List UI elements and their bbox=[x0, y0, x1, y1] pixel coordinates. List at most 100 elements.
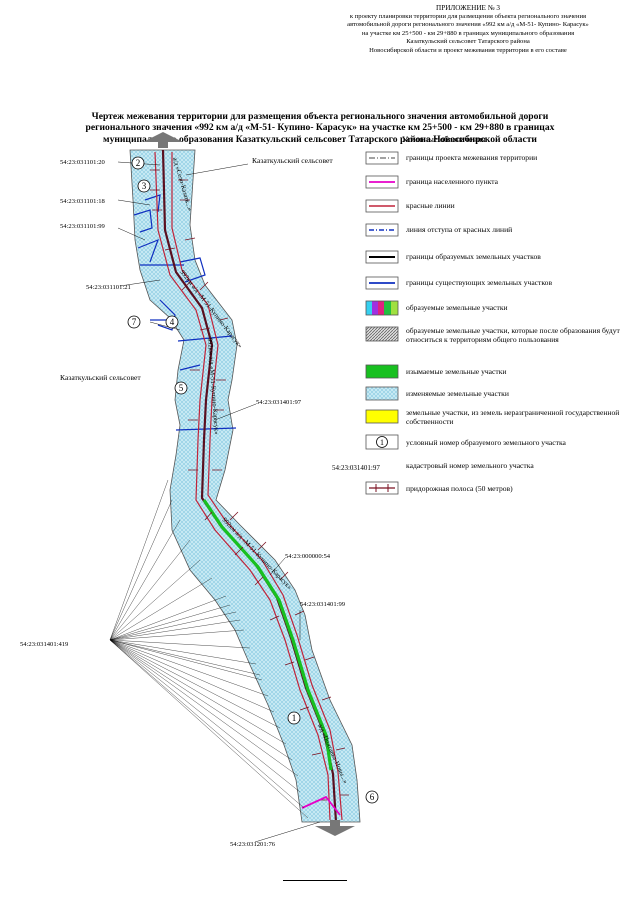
cadastral-fan-leaders bbox=[109, 479, 309, 819]
fan-leader-line bbox=[109, 639, 293, 761]
fan-leader-line bbox=[109, 639, 287, 745]
fan-leader-line bbox=[109, 639, 309, 819]
legend-label: линия отступа от красных линий bbox=[406, 225, 513, 234]
cadastral-label: 54:23:031201:76 bbox=[230, 841, 276, 848]
legend-symbols: 1 54:23:031401:97 bbox=[332, 151, 399, 495]
legend-symbol-formed-plots bbox=[365, 300, 399, 316]
appendix-line: к проекту планировки территории для разм… bbox=[349, 12, 587, 20]
fan-leader-line bbox=[109, 629, 245, 641]
legend-symbol-formed-boundary bbox=[365, 250, 399, 264]
legend-title: Условные обозначения bbox=[402, 134, 486, 144]
legend-symbol-withdrawn bbox=[365, 364, 399, 379]
legend-symbol-setback bbox=[365, 223, 399, 237]
appendix-line: автомобильной дороги регионального значе… bbox=[347, 21, 589, 29]
legend-sample-cadastral: 54:23:031401:97 bbox=[332, 464, 380, 472]
legend-symbol-plot-number: 1 bbox=[365, 434, 399, 450]
fan-leader-line bbox=[109, 639, 281, 729]
fan-leader-line bbox=[109, 619, 241, 641]
plot-number: 3 bbox=[142, 181, 147, 191]
legend-label: границы проекта межевания территории bbox=[406, 153, 538, 162]
legend-sample-number: 1 bbox=[380, 438, 384, 447]
legend-symbol-changed bbox=[365, 386, 399, 401]
fan-leader-line bbox=[109, 577, 213, 641]
fan-leader-line bbox=[109, 639, 263, 681]
legend-label: границы образуемых земельных участков bbox=[406, 252, 541, 261]
legend-label: образуемые земельные участки, которые по… bbox=[406, 326, 620, 344]
legend-label: красные линии bbox=[406, 201, 455, 210]
existing-boundaries bbox=[133, 194, 237, 431]
legend-label: кадастровый номер земельного участка bbox=[406, 461, 534, 470]
appendix-number: ПРИЛОЖЕНИЕ № 3 bbox=[436, 4, 500, 12]
appendix-line: Казаткульский сельсовет Татарского район… bbox=[406, 38, 530, 46]
appendix-line: на участке км 25+500 - км 29+880 в грани… bbox=[361, 29, 575, 37]
plot-marker: 5 bbox=[174, 381, 188, 395]
plot-number: 1 bbox=[292, 713, 297, 723]
legend-symbol-project-boundary bbox=[365, 151, 399, 165]
area-label-top: Казаткульский сельсовет bbox=[252, 156, 333, 165]
fan-leader-line bbox=[109, 639, 305, 809]
appendix-line: Новосибирской области и проект межевания… bbox=[369, 46, 567, 54]
legend-label: придорожная полоса (50 метров) bbox=[406, 484, 513, 493]
legend-symbol-state-land bbox=[365, 409, 399, 424]
plot-marker: 2 bbox=[131, 156, 145, 170]
cadastral-label: 54:23:031101:99 bbox=[60, 223, 106, 230]
plot-marker: 6 bbox=[365, 790, 379, 804]
plot-number: 4 bbox=[170, 317, 175, 327]
plot-number: 7 bbox=[132, 317, 137, 327]
cadastral-label: 54:23:031101:21 bbox=[86, 284, 131, 291]
legend-symbol-roadside bbox=[365, 481, 399, 495]
red-line-left bbox=[154, 151, 331, 821]
top-direction-arrow bbox=[143, 132, 183, 148]
title-line: муниципального образования Казаткульский… bbox=[103, 133, 537, 145]
legend-label: границы существующих земельных участков bbox=[406, 278, 553, 287]
cadastral-label: 54:23:031401:99 bbox=[300, 601, 346, 608]
drawing-title: Чертеж межевания территории для размещен… bbox=[40, 111, 600, 145]
plot-marker: 3 bbox=[137, 179, 151, 193]
cadastral-label: 54:23:031401:97 bbox=[256, 399, 302, 406]
settlement-boundary bbox=[301, 795, 341, 816]
legend-symbol-existing-boundary bbox=[365, 276, 399, 290]
area-label-left: Казаткульский сельсовет bbox=[60, 373, 141, 382]
legend-symbol-red-lines bbox=[365, 199, 399, 213]
fan-leader-line bbox=[109, 639, 251, 649]
plot-marker: 1 bbox=[287, 711, 301, 725]
fan-leader-line bbox=[109, 639, 269, 697]
title-line: регионального значения «992 км а/д «М-51… bbox=[85, 122, 555, 134]
fan-leader-line bbox=[109, 604, 231, 641]
cadastral-label: 54:23:031101:18 bbox=[60, 198, 106, 205]
withdrawn-plot-green bbox=[202, 499, 333, 771]
fan-leader-line bbox=[109, 519, 181, 641]
fan-leader-line bbox=[109, 479, 169, 641]
legend-label: граница населенного пункта bbox=[406, 177, 499, 186]
fan-leader-line bbox=[109, 595, 227, 641]
fan-leader-line bbox=[109, 639, 275, 713]
title-line: Чертеж межевания территории для размещен… bbox=[91, 111, 549, 122]
plot-marker: 7 bbox=[127, 315, 141, 329]
fan-leader-line bbox=[109, 611, 237, 641]
plot-number: 2 bbox=[136, 158, 141, 168]
red-line-right bbox=[171, 152, 343, 821]
bottom-rule bbox=[283, 880, 347, 881]
legend-symbol-public-plots bbox=[365, 326, 399, 342]
legend-label: образуемые земельные участки bbox=[406, 303, 508, 312]
legend-symbol-settlement bbox=[365, 175, 399, 189]
fan-leader-line bbox=[109, 559, 201, 641]
corridor-area bbox=[129, 149, 361, 823]
fan-leader-line bbox=[109, 639, 261, 676]
fan-leader-line bbox=[109, 639, 299, 777]
fan-leader-line bbox=[109, 639, 301, 793]
plot-marker: 4 bbox=[165, 315, 179, 329]
fan-leader-line bbox=[109, 539, 191, 641]
plot-number: 5 bbox=[179, 383, 184, 393]
fan-leader-line bbox=[109, 639, 257, 665]
legend-label: изымаемые земельные участки bbox=[406, 367, 507, 376]
cadastral-label: 54:23:031401:419 bbox=[20, 641, 69, 648]
fan-leader-line bbox=[109, 499, 173, 641]
cadastral-label: 54:23:031101:20 bbox=[60, 159, 106, 166]
roadside-strip-ticks bbox=[150, 169, 349, 801]
bottom-direction-arrow bbox=[315, 820, 355, 836]
legend-label: условный номер образуемого земельного уч… bbox=[406, 438, 566, 447]
plot-number: 6 bbox=[370, 792, 375, 802]
plot-number-markers: 2 3 7 4 5 1 6 bbox=[127, 156, 379, 804]
